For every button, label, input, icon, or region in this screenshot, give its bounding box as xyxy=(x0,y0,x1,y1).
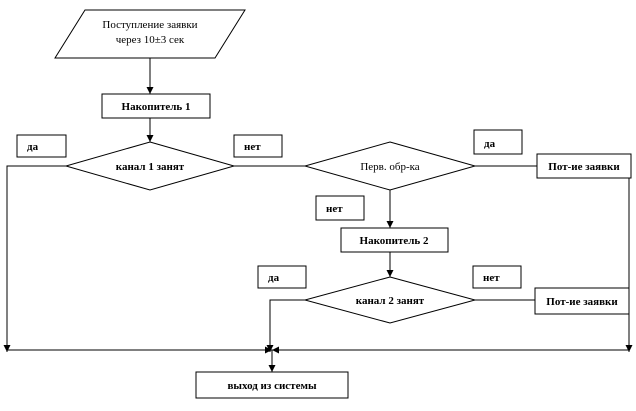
loss-2-label: Пот-ие заявки xyxy=(546,296,618,308)
decision-1-no-box: нет xyxy=(233,134,283,158)
decision-2-block: Перв. обр-ка xyxy=(303,141,477,191)
decision-3-yes-box: да xyxy=(257,265,307,289)
decision-2-no-box: нет xyxy=(315,195,365,221)
decision-3-block: канал 2 занят xyxy=(303,276,477,324)
loss-1-label: Пот-ие заявки xyxy=(548,161,620,173)
decision-3-yes-label: да xyxy=(268,272,280,284)
decision-1-label: канал 1 занят xyxy=(116,161,185,173)
accumulator-1-label: Накопитель 1 xyxy=(122,101,191,113)
decision-3-label: канал 2 занят xyxy=(356,295,425,307)
accumulator-2-label: Накопитель 2 xyxy=(360,235,429,247)
decision-1-yes-label: да xyxy=(27,141,39,153)
decision-3-no-label: нет xyxy=(483,272,500,284)
exit-block: выход из системы xyxy=(195,371,349,399)
accumulator-2-block: Накопитель 2 xyxy=(340,227,449,253)
decision-2-yes-label: да xyxy=(484,138,496,150)
start-line-1: Поступление заявки xyxy=(102,19,197,31)
decision-2-no-label: нет xyxy=(326,203,343,215)
decision-2-yes-box: да xyxy=(473,129,523,155)
connector-dec3-yes xyxy=(266,299,305,352)
loss-1-block: Пот-ие заявки xyxy=(536,153,632,179)
decision-1-yes-box: да xyxy=(16,134,67,158)
decision-1-no-label: нет xyxy=(244,141,261,153)
decision-3-no-box: нет xyxy=(472,265,522,289)
accumulator-1-block: Накопитель 1 xyxy=(101,93,211,119)
decision-1-block: канал 1 занят xyxy=(64,141,236,191)
decision-2-label: Перв. обр-ка xyxy=(360,161,419,173)
connector-dec1-yes xyxy=(3,165,66,352)
exit-label: выход из системы xyxy=(227,380,316,392)
loss-2-block: Пот-ие заявки xyxy=(534,287,630,315)
start-input-block: Поступление заявки через 10±3 сек xyxy=(54,9,246,59)
start-line-2: через 10±3 сек xyxy=(116,34,185,46)
